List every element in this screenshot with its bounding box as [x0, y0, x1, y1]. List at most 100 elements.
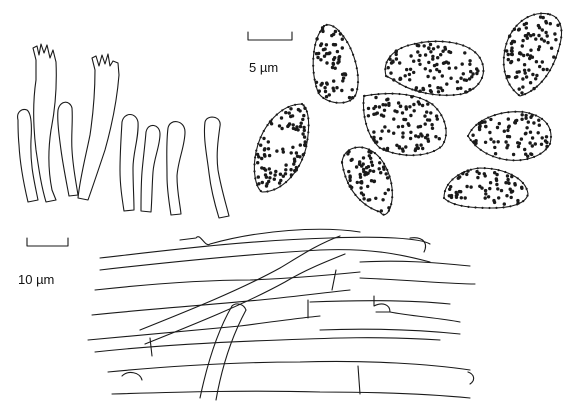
spore-margin-dot [374, 152, 376, 154]
basidiole-1 [18, 109, 38, 202]
spore-wart [302, 114, 305, 117]
spore-wart [278, 124, 281, 127]
spore-wart [524, 117, 527, 120]
spore-margin-dot [425, 100, 427, 102]
spore-margin-dot [301, 158, 303, 160]
spore-wart [401, 149, 404, 152]
spore-wart [324, 90, 327, 93]
spore-wart [346, 152, 349, 155]
spore-wart [537, 119, 540, 122]
spore-margin-dot [390, 203, 392, 205]
spore-wart [333, 43, 336, 46]
spore-wart [439, 86, 442, 89]
spore-margin-dot [477, 83, 479, 85]
spore-margin-dot [426, 152, 428, 154]
spore-wart [532, 33, 535, 36]
spore-margin-dot [509, 205, 511, 207]
spore-wart [538, 26, 541, 29]
spore-wart [506, 174, 509, 177]
spore-wart [414, 147, 417, 150]
spore-margin-dot [522, 200, 524, 202]
spore-wart [395, 57, 398, 60]
spore-margin-dot [405, 94, 407, 96]
spore-margin-dot [379, 147, 381, 149]
spore-margin-dot [354, 95, 356, 97]
spore-wart [492, 199, 495, 202]
spore-wart [355, 165, 358, 168]
spore-margin-dot [560, 29, 562, 31]
spore-margin-dot [359, 199, 361, 201]
spore-wart [521, 39, 524, 42]
spore-margin-dot [445, 127, 447, 129]
spore-wart [468, 77, 471, 80]
spore-margin-dot [447, 200, 449, 202]
septum-4 [358, 366, 360, 394]
spore-wart [553, 32, 556, 35]
spore-wart [427, 47, 430, 50]
spore-wart [389, 71, 392, 74]
spore-wart [523, 63, 526, 66]
spore-wart [386, 176, 389, 179]
spore-wart [534, 77, 537, 80]
spore-wart [521, 85, 524, 88]
spore-wart [441, 74, 444, 77]
spore-margin-dot [461, 205, 463, 207]
spore-wart [426, 75, 429, 78]
spore-wart [386, 98, 389, 101]
spore-margin-dot [533, 156, 535, 158]
spore-wart [407, 122, 410, 125]
spore-margin-dot [443, 197, 445, 199]
spore-wart [500, 189, 503, 192]
spore-wart [380, 129, 383, 132]
spore-wart [527, 68, 530, 71]
spore-margin-dot [545, 75, 547, 77]
spore-wart [503, 130, 506, 133]
spore-wart [464, 196, 467, 199]
clamp-connection [374, 296, 390, 312]
spore-wart [435, 68, 438, 71]
spore-wart [338, 55, 341, 58]
spore-wart [509, 61, 512, 64]
spore-wart [552, 55, 555, 58]
spore-wart [280, 116, 283, 119]
spore-margin-dot [549, 69, 551, 71]
spore-margin-dot [480, 149, 482, 151]
spore-wart [518, 70, 521, 73]
spore-margin-dot [528, 112, 530, 114]
spore-wart [510, 53, 513, 56]
spore-margin-dot [332, 25, 334, 27]
spore-wart [523, 23, 526, 26]
spore-wart [484, 192, 487, 195]
spore-margin-dot [433, 150, 435, 152]
spore-wart [458, 190, 461, 193]
spore-margin-dot [347, 182, 349, 184]
spore-wart [528, 141, 531, 144]
spore-margin-dot [253, 163, 255, 165]
spore-wart [332, 79, 335, 82]
spore-margin-dot [377, 210, 379, 212]
spore-wart [525, 126, 528, 129]
spore-margin-dot [486, 152, 488, 154]
spore-margin-dot [487, 117, 489, 119]
spore-wart [387, 104, 390, 107]
spore-wart [449, 77, 452, 80]
spore-margin-dot [421, 41, 423, 43]
spore-wart [517, 145, 520, 148]
spore-margin-dot [298, 165, 300, 167]
spore-wart [293, 169, 296, 172]
spore-wart [424, 53, 427, 56]
spore-margin-dot [363, 109, 365, 111]
spore-margin-dot [439, 146, 441, 148]
spore-margin-dot [344, 175, 346, 177]
spore-wart [471, 134, 474, 137]
spore-wart [474, 142, 477, 145]
spore-wart [417, 59, 420, 62]
spore-margin-dot [541, 81, 543, 83]
spore-margin-dot [260, 136, 262, 138]
spore-wart [322, 48, 325, 51]
spore-wart [456, 80, 459, 83]
spore-wart [384, 192, 387, 195]
scale-bar-10um [27, 238, 68, 246]
spore-wart [386, 148, 389, 151]
